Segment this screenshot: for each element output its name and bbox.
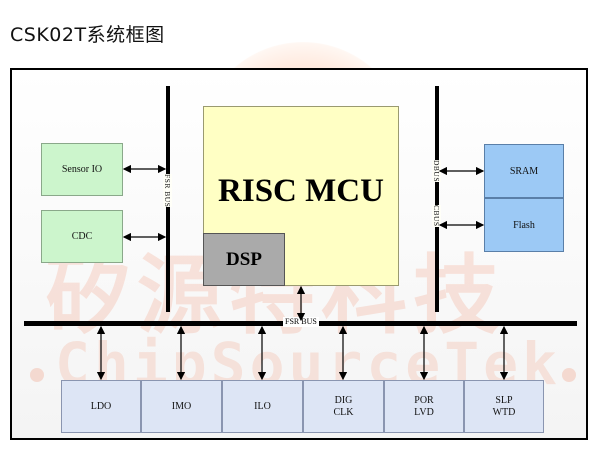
cbus-label: CBUS [432,205,441,227]
dsp-label: DSP [226,248,262,270]
left-fsr-bus-label: FSR BUS [163,174,172,208]
sensor-io-label: Sensor IO [61,164,103,175]
dsp-block: DSP [203,233,285,286]
cdc-label: CDC [71,231,93,242]
dig-clk-label-2: CLK [333,406,354,418]
bottom-fsr-bus-label: FSR BUS [283,317,319,327]
dbus-label: DBUS [432,160,441,183]
cdc-block: CDC [41,210,123,263]
flash-block: Flash [484,198,564,252]
risc-mcu-block: RISC MCU [203,106,399,286]
risc-mcu-label: RISC MCU [218,173,384,209]
watermark-dot [562,368,576,382]
diagram-title: CSK02T系统框图 [10,24,165,46]
imo-label: IMO [171,401,192,412]
flash-label: Flash [513,219,535,231]
ldo-block: LDO [61,380,141,433]
slp-wtd-block: SLP WTD [464,380,544,433]
por-lvd-label-1: POR [414,394,434,406]
ldo-label: LDO [90,401,112,412]
ilo-block: ILO [222,380,303,433]
right-data-bus-line [435,86,439,312]
dig-clk-block: DIG CLK [303,380,384,433]
sram-label: SRAM [509,165,539,177]
por-lvd-block: POR LVD [384,380,464,433]
dig-clk-label-1: DIG [334,394,353,406]
por-lvd-label-2: LVD [414,406,434,418]
imo-block: IMO [141,380,222,433]
slp-wtd-label-2: WTD [492,406,516,418]
sensor-io-block: Sensor IO [41,143,123,196]
ilo-label: ILO [254,401,271,412]
sram-block: SRAM [484,144,564,198]
watermark-dot [30,368,44,382]
slp-wtd-label-1: SLP [495,394,513,406]
